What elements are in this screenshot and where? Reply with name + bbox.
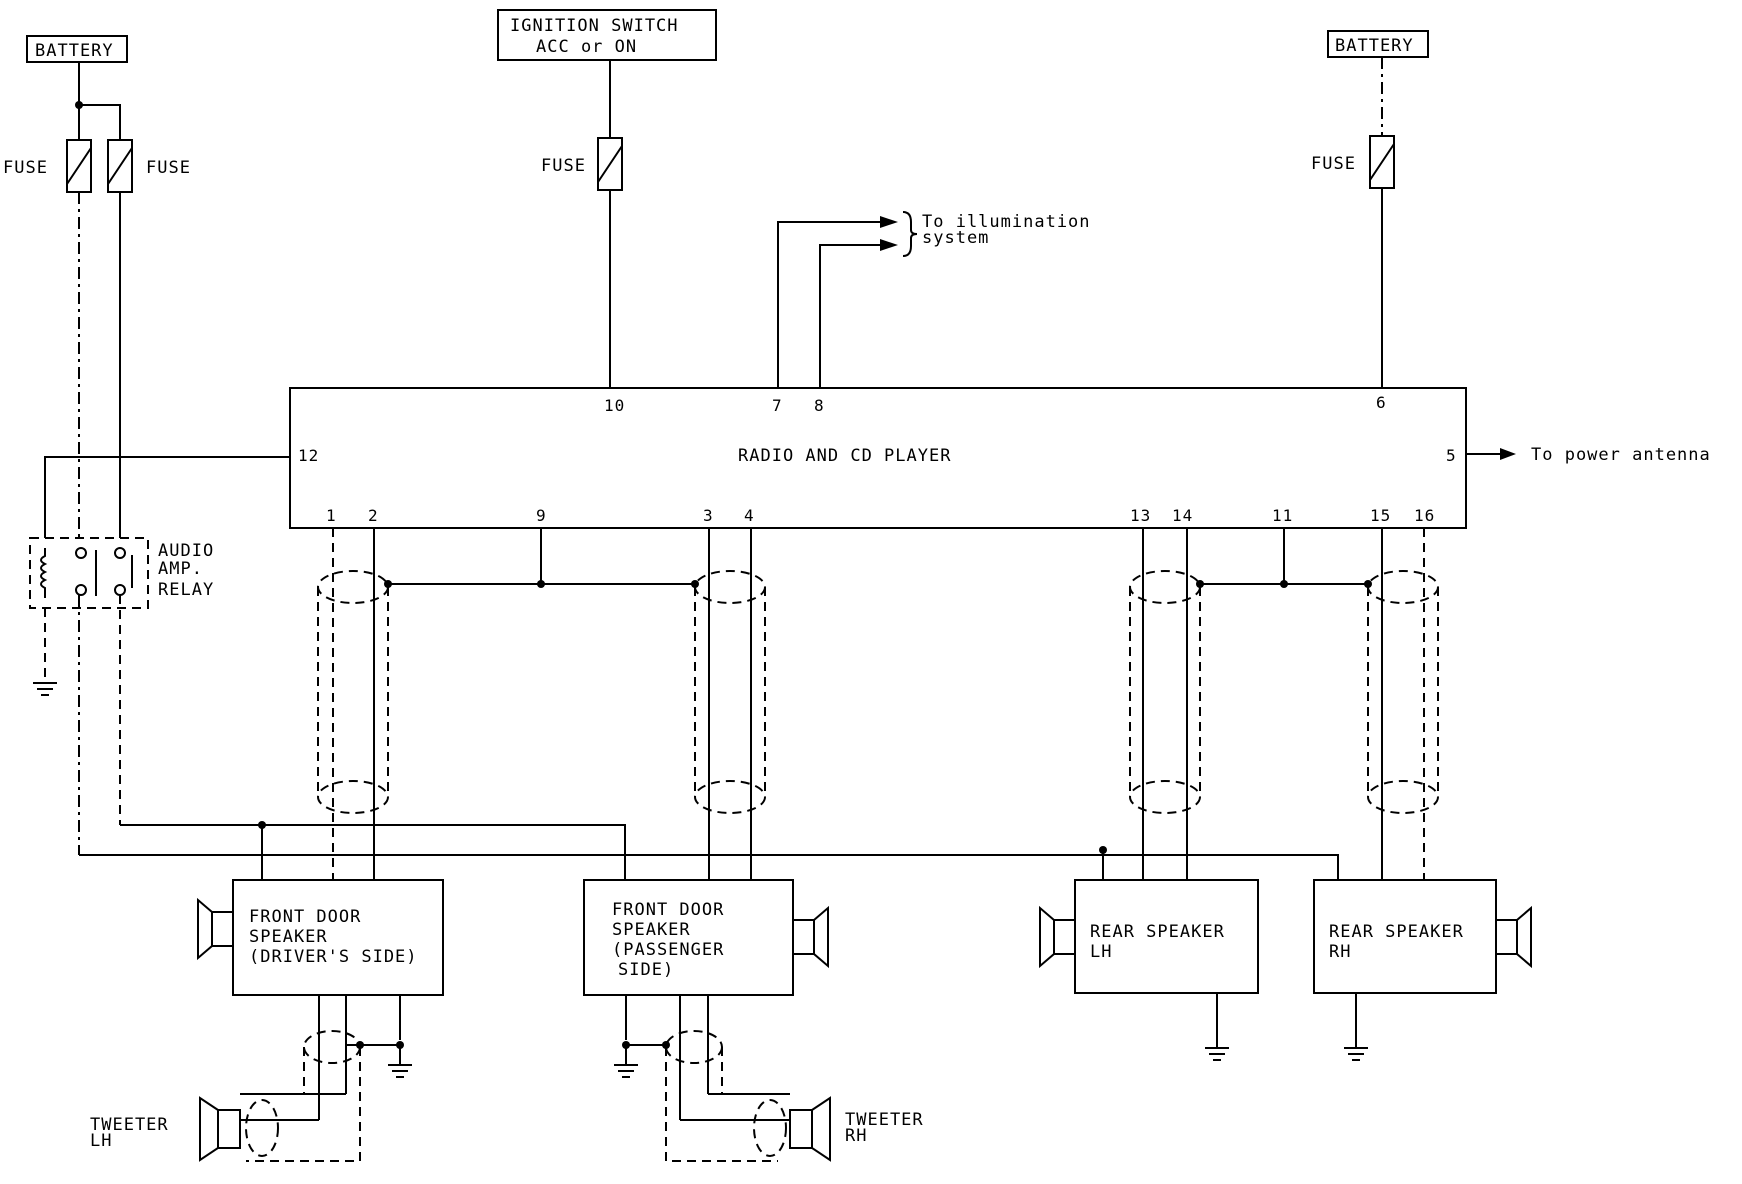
audio-amp-relay [29,537,149,609]
fuse-left-2-label: FUSE [146,158,191,178]
battery-left-label: BATTERY [35,41,114,61]
tweeter-rh [789,1096,831,1162]
rear-speaker-lh: REAR SPEAKER LH [1074,879,1259,994]
shielded-cable-1-2 [317,528,389,880]
fd-driver-label-1: FRONT DOOR [249,907,361,927]
ignition-label-1: IGNITION SWITCH [510,16,679,36]
terminal-4: 4 [744,506,755,525]
terminal-8: 8 [814,396,825,415]
rear-lh-label-1: REAR SPEAKER [1090,922,1225,942]
front-door-speaker-driver: FRONT DOOR SPEAKER (DRIVER'S SIDE) [232,879,444,996]
rear-lh-label-2: LH [1090,942,1112,962]
tweeter-rh-label-2: RH [845,1126,867,1146]
battery-right-label: BATTERY [1335,36,1414,56]
speaker-icon [1039,905,1076,969]
fd-pass-label-4: SIDE) [618,960,674,980]
terminal-1: 1 [326,506,337,525]
ground-driver [388,1064,412,1078]
ground-passenger [614,1064,638,1078]
relay-label-2: AMP. [158,559,203,579]
fuse-ignition [597,137,623,191]
terminal-12: 12 [298,446,319,465]
tweeter-rh-label-1: TWEETER [845,1110,924,1130]
fd-pass-label-3: (PASSENGER [612,940,724,960]
terminal-16: 16 [1414,506,1435,525]
terminal-2: 2 [368,506,379,525]
front-door-speaker-passenger: FRONT DOOR SPEAKER (PASSENGER SIDE) [583,879,794,996]
tweeter-lh-label-1: TWEETER [90,1115,169,1135]
speaker-icon [1495,905,1532,969]
tweeter-lh [199,1096,241,1162]
ground-rear-lh [1205,1047,1229,1061]
fuse-right [1369,135,1395,189]
tweeter-lh-label-2: LH [90,1131,112,1151]
rear-rh-label-2: RH [1329,942,1351,962]
terminal-15: 15 [1370,506,1391,525]
terminal-14: 14 [1172,506,1193,525]
terminal-3: 3 [703,506,714,525]
speaker-icon [792,905,829,969]
fd-pass-label-2: SPEAKER [612,920,691,940]
fuse-right-label: FUSE [1311,154,1356,174]
shielded-cable-13-14 [1129,528,1201,880]
terminal-13: 13 [1130,506,1151,525]
battery-left: BATTERY [26,35,128,63]
speaker-icon [197,897,234,961]
illumination-label-1: To illumination [922,212,1091,232]
fuse-ignition-label: FUSE [541,156,586,176]
terminal-6: 6 [1376,393,1387,412]
terminal-10: 10 [604,396,625,415]
fuse-left-1 [66,139,92,193]
radio-label: RADIO AND CD PLAYER [738,446,951,466]
terminal-9: 9 [536,506,547,525]
fd-pass-label-1: FRONT DOOR [612,900,724,920]
illumination-label-2: system [922,228,989,248]
fuse-left-2 [107,139,133,193]
shielded-cable-15-16 [1367,528,1439,880]
ground-rear-rh [1344,1047,1368,1061]
shielded-cable-3-4 [694,528,766,880]
terminal-7: 7 [772,396,783,415]
ground-relay [33,682,57,696]
fuse-left-1-label: FUSE [3,158,48,178]
relay-label-3: RELAY [158,580,214,600]
power-antenna-label: To power antenna [1531,445,1711,465]
fd-driver-label-3: (DRIVER'S SIDE) [249,947,418,967]
terminal-5: 5 [1446,446,1457,465]
relay-label-1: AUDIO [158,541,214,561]
ignition-switch: IGNITION SWITCH ACC or ON [497,9,717,61]
battery-right: BATTERY [1327,30,1429,58]
fd-driver-label-2: SPEAKER [249,927,328,947]
rear-speaker-rh: REAR SPEAKER RH [1313,879,1497,994]
terminal-11: 11 [1272,506,1293,525]
rear-rh-label-1: REAR SPEAKER [1329,922,1464,942]
ignition-label-2: ACC or ON [536,37,637,57]
